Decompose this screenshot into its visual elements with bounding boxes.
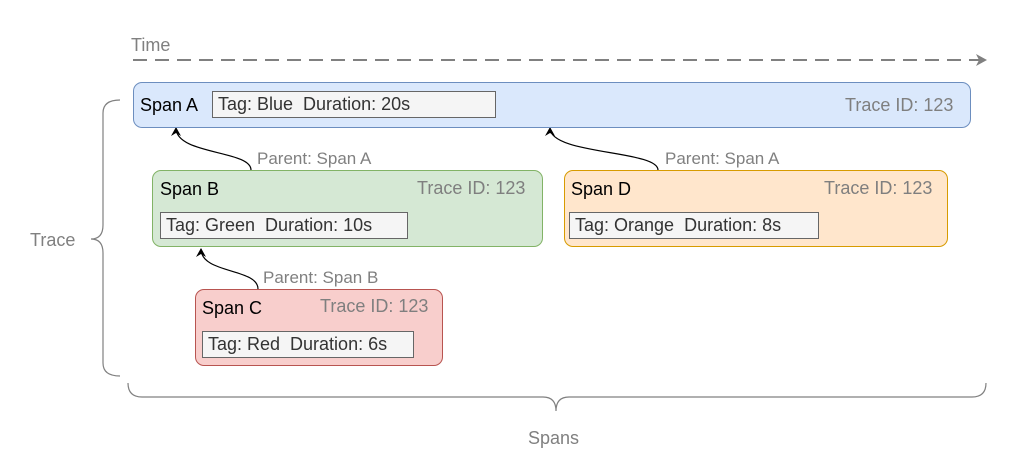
span-b-tag: Tag: Green Duration: 10s — [160, 212, 408, 239]
span-b-parent-label: Parent: Span A — [257, 149, 372, 168]
span-c-name: Span C — [202, 298, 263, 318]
span-a-trace-id: Trace ID: 123 — [845, 95, 954, 115]
span-c-tag: Tag: Red Duration: 6s — [202, 331, 414, 358]
span-a-name: Span A — [140, 95, 199, 115]
span-c-parent-label: Parent: Span B — [263, 268, 379, 287]
span-d-name: Span D — [571, 179, 632, 199]
trace-label: Trace — [30, 230, 76, 250]
span-d-parent-label: Parent: Span A — [665, 149, 780, 168]
trace-brace — [90, 99, 121, 377]
parent-arrow-c-to-b — [196, 248, 259, 290]
span-a-tag: Tag: Blue Duration: 20s — [212, 91, 496, 118]
spans-brace — [127, 382, 987, 412]
span-b-trace-id: Trace ID: 123 — [417, 178, 526, 198]
span-d-tag: Tag: Orange Duration: 8s — [569, 212, 819, 239]
parent-arrow-b-to-a — [171, 127, 252, 171]
span-d-trace-id: Trace ID: 123 — [824, 178, 933, 198]
spans-label: Spans — [528, 428, 580, 448]
span-b-name: Span B — [160, 179, 220, 199]
span-c-trace-id: Trace ID: 123 — [320, 296, 429, 316]
parent-arrow-d-to-a — [545, 127, 659, 171]
time-label: Time — [131, 35, 171, 55]
